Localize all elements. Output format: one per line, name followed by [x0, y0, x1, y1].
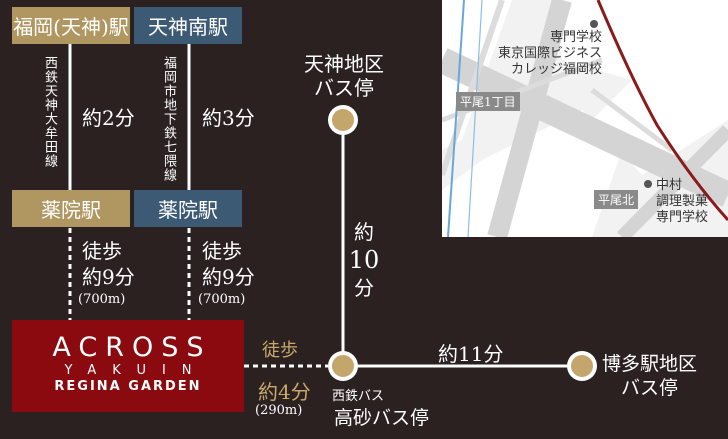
- bus-stop-marker-hakata: [567, 351, 597, 381]
- bus-time-tenjin: 約 10 分: [348, 218, 380, 302]
- walk-bus-time: 約4分: [258, 380, 311, 404]
- rail-time-right: 約3分: [202, 106, 255, 130]
- property-logo: ACROSS YAKUIN REGINA GARDEN: [12, 320, 244, 412]
- poi-school-2-line-1: 中村: [656, 178, 683, 193]
- station-fukuoka-tenjin: 福岡(天神)駅: [12, 7, 130, 44]
- line-name-subway: 福岡市地下鉄七隈線: [161, 56, 176, 182]
- inset-map: 専門学校 東京国際ビジネス カレッジ福岡校 平尾1丁目 平尾北 中村 調理製菓 …: [442, 0, 728, 237]
- bus-time-hakata: 約11分: [438, 342, 504, 366]
- station-yakuin-left-label: 薬院駅: [41, 198, 101, 222]
- bus-time-tenjin-suffix: 分: [354, 276, 374, 300]
- intersection-hirao-kita: 平尾北: [594, 190, 639, 209]
- walk-right-distance: (700m): [198, 292, 246, 307]
- poi-school-1: 専門学校 東京国際ビジネス カレッジ福岡校: [478, 30, 602, 78]
- walk-right-label: 徒歩: [202, 239, 242, 263]
- inset-map-roads: [442, 0, 728, 237]
- logo-line-3: REGINA GARDEN: [54, 379, 202, 394]
- walk-left-distance: (700m): [78, 292, 126, 307]
- logo-line-1: ACROSS: [52, 332, 212, 363]
- bus-stop-hakata-name: 博多駅地区 バス停: [602, 352, 697, 400]
- walk-bus-distance: (290m): [255, 403, 303, 418]
- station-tenjin-minami: 天神南駅: [134, 7, 242, 44]
- line-name-nishitetsu: 西鉄天神大牟田線: [42, 56, 57, 168]
- bus-stop-tenjin-name: 天神地区 バス停: [296, 52, 392, 100]
- station-tenjin-minami-label: 天神南駅: [148, 15, 228, 39]
- bus-stop-hakata-line-2: バス停: [621, 377, 679, 399]
- bus-time-tenjin-number: 10: [348, 246, 380, 274]
- bus-stop-hakata-line-1: 博多駅地区: [602, 353, 698, 375]
- bus-stop-tenjin-line-2: バス停: [314, 76, 374, 100]
- intersection-hirao-1chome: 平尾1丁目: [456, 92, 520, 111]
- poi-school-2-line-3: 専門学校: [656, 210, 709, 225]
- bus-stop-marker-tenjin: [328, 105, 358, 135]
- bus-stop-marker-takasago: [328, 351, 358, 381]
- bus-time-tenjin-prefix: 約: [354, 220, 374, 244]
- poi-school-1-line-1: 専門学校: [549, 30, 602, 45]
- poi-school-1-line-3: カレッジ福岡校: [510, 62, 602, 77]
- poi-school-1-line-2: 東京国際ビジネス: [497, 46, 602, 61]
- bus-stop-takasago-name: 高砂バス停: [334, 407, 430, 429]
- station-fukuoka-tenjin-label: 福岡(天神)駅: [13, 15, 129, 39]
- bus-stop-takasago-line: 西鉄バス: [332, 389, 385, 404]
- walk-right-time: 約9分: [202, 265, 255, 289]
- logo-line-2: YAKUIN: [64, 363, 208, 378]
- station-yakuin-left: 薬院駅: [12, 190, 130, 227]
- walk-bus-label: 徒歩: [262, 340, 298, 361]
- walk-left-time: 約9分: [82, 265, 135, 289]
- station-yakuin-right-label: 薬院駅: [158, 198, 218, 222]
- bus-stop-tenjin-line-1: 天神地区: [304, 52, 384, 76]
- walk-left-label: 徒歩: [82, 239, 122, 263]
- rail-time-left: 約2分: [82, 106, 135, 130]
- station-yakuin-right: 薬院駅: [134, 190, 242, 227]
- poi-school-2-line-2: 調理製菓: [656, 194, 709, 209]
- poi-school-2: 中村 調理製菓 専門学校: [656, 178, 708, 226]
